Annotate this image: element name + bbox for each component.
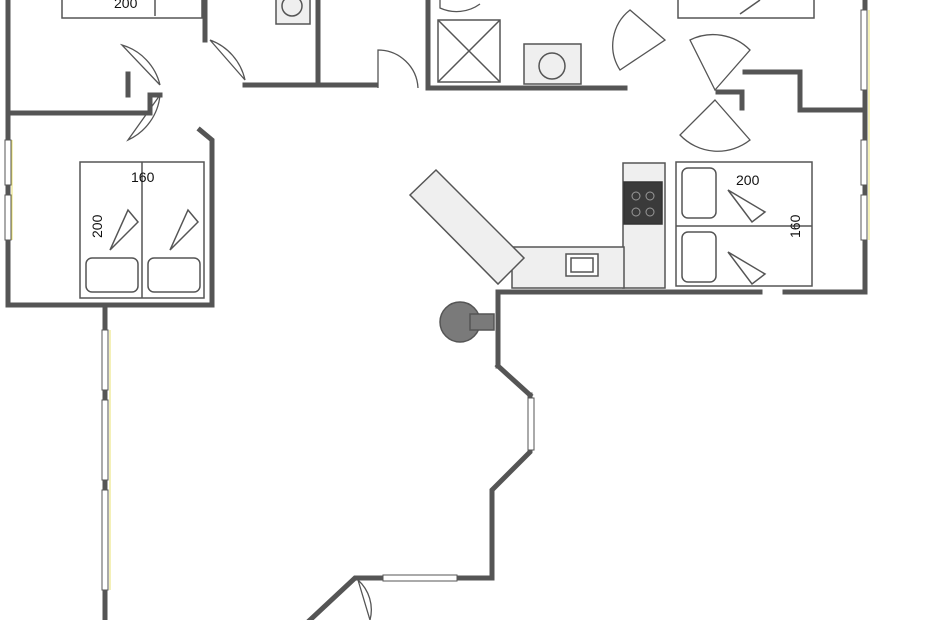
left-double-bed: 160 200 xyxy=(79,161,205,299)
kitchen xyxy=(408,162,666,289)
living-window-1 xyxy=(101,329,109,391)
basin-left xyxy=(275,0,311,25)
entrance-door[interactable] xyxy=(357,579,372,620)
right-window-1 xyxy=(860,9,868,91)
right-double-bed: 200 160 xyxy=(675,161,813,287)
right-middle-door[interactable] xyxy=(689,33,751,92)
top-left-bedroom-door[interactable] xyxy=(119,43,161,86)
basin-right xyxy=(523,43,582,85)
left-window-2 xyxy=(4,194,12,241)
toilet-fixture xyxy=(439,0,481,13)
right-bedroom-door[interactable] xyxy=(679,99,751,152)
left-bedroom-door[interactable] xyxy=(126,94,161,142)
living-window-2 xyxy=(101,399,109,481)
bathroom-left xyxy=(242,0,419,89)
left-bed-length-label: 200 xyxy=(89,214,105,238)
bottom-window xyxy=(382,574,458,582)
right-upper-room xyxy=(612,0,870,295)
stove xyxy=(623,181,663,225)
bath-left-door[interactable] xyxy=(209,39,246,81)
bay-window-1 xyxy=(527,397,535,451)
right-bed-width-label: 160 xyxy=(787,214,803,238)
right-window-2 xyxy=(860,139,868,186)
bathroom-right xyxy=(425,0,628,91)
kitchen-sink xyxy=(565,253,599,277)
left-window-1 xyxy=(4,139,12,186)
top-left-bed-width-label: 200 xyxy=(114,0,138,11)
left-bedroom: 160 200 xyxy=(4,0,246,308)
right-window-3 xyxy=(860,194,868,241)
left-bed-width-label: 160 xyxy=(131,169,155,185)
living-window-3 xyxy=(101,489,109,591)
right-bed-length-label: 200 xyxy=(736,172,760,188)
right-top-door[interactable] xyxy=(612,9,667,71)
top-left-bed xyxy=(61,0,203,19)
kitchen-island xyxy=(408,168,526,286)
stove-pipe xyxy=(469,313,495,331)
bathroom-center-door[interactable] xyxy=(377,49,419,89)
right-bedroom: 200 160 xyxy=(609,161,813,295)
top-left-bedroom: 200 xyxy=(61,0,208,43)
living-area xyxy=(101,289,615,620)
